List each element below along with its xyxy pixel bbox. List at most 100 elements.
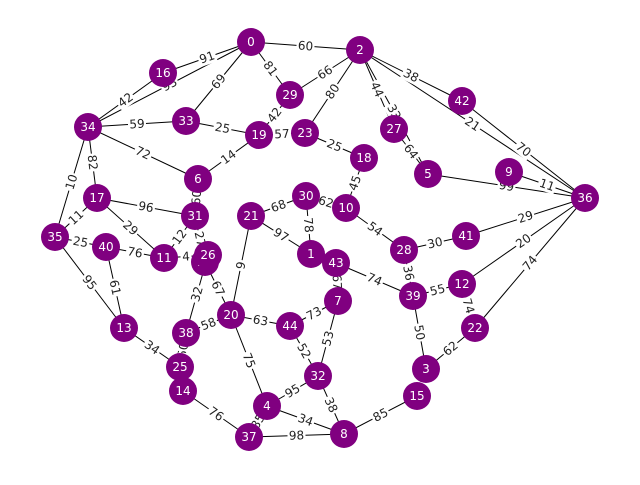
edge-weight-label: 45 [346, 173, 364, 192]
edge-label-background [411, 322, 428, 343]
node-circle [322, 249, 350, 277]
edge-label-group: 98 [287, 428, 306, 443]
edge-label-group: 11 [536, 175, 558, 195]
node-32: 32 [304, 362, 332, 390]
node-circle [324, 287, 352, 315]
edge-label-group: 54 [363, 218, 387, 240]
edge-label-background [367, 78, 387, 101]
edge-label-group: 25 [70, 233, 91, 251]
edge-label-background [207, 277, 229, 300]
edge-label-group: 70 [512, 138, 535, 161]
node-14: 14 [169, 377, 197, 405]
edge-label-group: 66 [313, 61, 337, 84]
edge-weight-label: 10 [63, 173, 81, 192]
edge-weight-label: 12 [169, 227, 189, 248]
node-circle [74, 113, 102, 141]
edge-label-group: 59 [127, 116, 147, 132]
node-29: 29 [276, 81, 304, 109]
node-3: 3 [412, 355, 440, 383]
edge-label-background [78, 271, 101, 294]
edge-weight-label: 95 [79, 272, 99, 293]
node-circle [461, 314, 489, 342]
nodes-layer: 0123456789101112131415161718192021222324… [41, 28, 599, 451]
node-label: 9 [505, 165, 513, 179]
edge-label-background [140, 336, 164, 359]
node-label: 18 [356, 151, 371, 165]
edge-weight-label: 58 [199, 315, 218, 334]
edge-label-background [267, 196, 290, 216]
edge-weight-label: 30 [426, 234, 444, 251]
edge-label-group: 78 [300, 215, 317, 235]
node-15: 15 [403, 382, 431, 410]
edge-label-background [427, 281, 448, 299]
edge-weight-label: 25 [214, 120, 232, 137]
edge-label-background [512, 230, 535, 252]
edge-label-background [70, 233, 91, 251]
edge-label-group: 74 [459, 295, 478, 317]
edge-weight-label: 60 [297, 38, 313, 53]
node-37: 37 [235, 423, 263, 451]
node-label: 39 [405, 289, 420, 303]
edge-label-background [287, 428, 306, 443]
node-label: 30 [298, 189, 313, 203]
edge-label-background [293, 339, 315, 363]
edge-weight-label: 68 [269, 197, 288, 215]
node-26: 26 [194, 241, 222, 269]
edge-weight-label: 98 [289, 428, 305, 442]
node-circle [237, 202, 265, 230]
edge-label-group: 45 [345, 172, 365, 194]
node-label: 33 [178, 114, 193, 128]
node-circle [330, 420, 358, 448]
node-circle [390, 236, 418, 264]
edge-label-group: 64 [399, 140, 423, 163]
edge-weight-label: 97 [271, 225, 291, 245]
edge-label-group: 20 [512, 230, 535, 252]
edge-label-group: 69 [207, 70, 230, 93]
edge-label-group: 44 [367, 78, 387, 101]
node-circle [172, 107, 200, 135]
node-42: 42 [448, 87, 476, 115]
node-label: 7 [334, 294, 342, 308]
node-40: 40 [92, 233, 120, 261]
node-5: 5 [414, 160, 442, 188]
node-label: 11 [156, 251, 171, 265]
node-circle [403, 382, 431, 410]
edge-label-background [318, 328, 338, 349]
edge-label-background [217, 146, 240, 168]
edge-weight-label: 25 [325, 136, 345, 155]
edge-label-background [512, 138, 535, 161]
node-circle [41, 223, 69, 251]
node-31: 31 [181, 202, 209, 230]
edge-weight-label: 70 [513, 139, 534, 159]
edge-label-group: 38 [399, 65, 423, 86]
edge-weight-label: 74 [365, 270, 385, 289]
edge-weight-label: 74 [520, 253, 541, 274]
edge-label-background [424, 234, 446, 252]
edge-label-background [64, 206, 88, 229]
node-33: 33 [172, 107, 200, 135]
node-8: 8 [330, 420, 358, 448]
node-label: 28 [396, 243, 411, 257]
edge-label-group: 61 [106, 277, 124, 298]
edge-label-background [187, 283, 207, 305]
edge-label-background [207, 70, 230, 93]
edge-label-group: 76 [124, 243, 146, 262]
edge-label-group: 74 [518, 251, 542, 275]
node-label: 1 [307, 247, 315, 261]
edge-label-group: 74 [363, 269, 386, 290]
node-circle [448, 270, 476, 298]
edge-label-group: 96 [135, 198, 157, 216]
edge-label-group: 12 [168, 225, 191, 249]
edge-label-group: 57 [272, 126, 292, 142]
edge-label-background [168, 225, 191, 249]
node-label: 21 [243, 209, 258, 223]
node-label: 34 [80, 120, 95, 134]
edge-label-background [239, 349, 259, 372]
node-10: 10 [332, 194, 360, 222]
edge-weight-label: 42 [264, 105, 284, 126]
edge-weight-label: 21 [462, 114, 482, 134]
edge-label-background [399, 65, 423, 86]
node-44: 44 [276, 312, 304, 340]
node-0: 0 [237, 28, 265, 56]
edge-label-background [127, 116, 147, 132]
